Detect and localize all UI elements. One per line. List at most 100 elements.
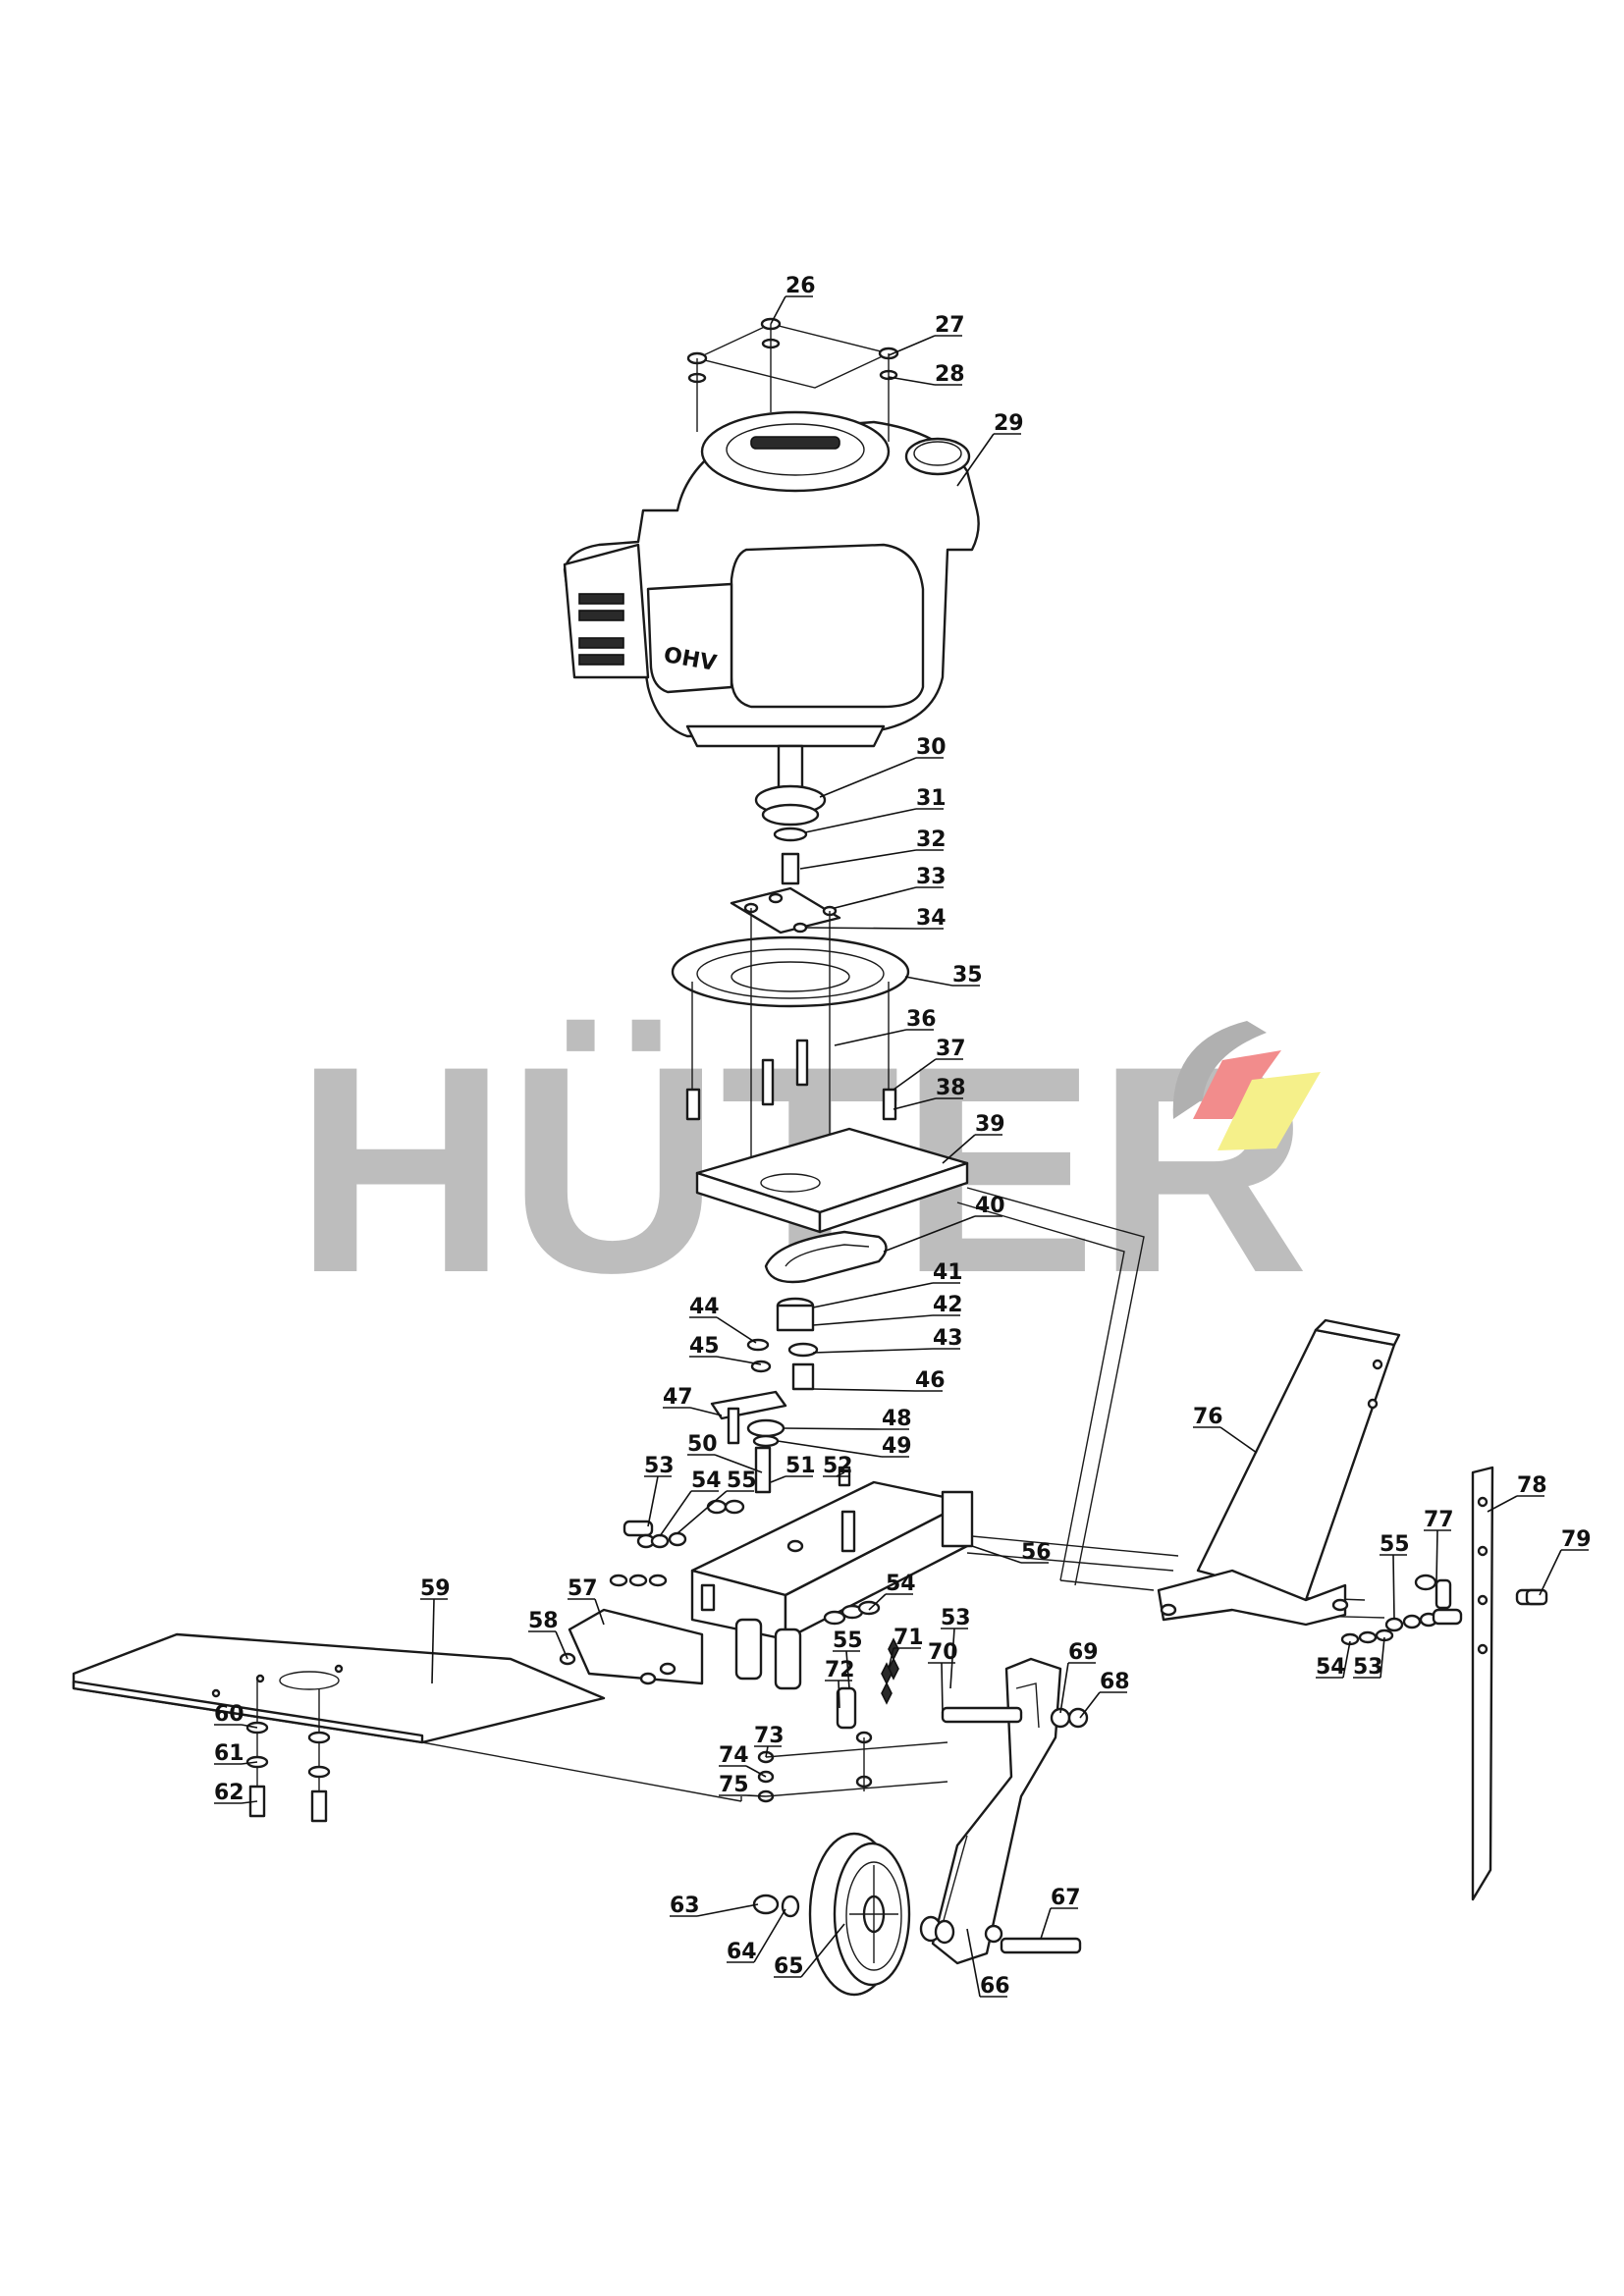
- callout-31: 31: [916, 786, 947, 811]
- watermark-swoosh-yellow: [1218, 1072, 1321, 1150]
- callout-leader: [431, 1598, 435, 1684]
- callout-leader: [745, 1765, 767, 1778]
- callout-leader: [714, 1454, 763, 1473]
- callout-52: 52: [823, 1454, 853, 1478]
- callout-41: 41: [933, 1260, 963, 1285]
- callout-leader: [696, 1903, 759, 1917]
- callout-leader: [812, 1348, 934, 1354]
- callout-77: 77: [1424, 1508, 1454, 1532]
- callout-58: 58: [528, 1609, 559, 1633]
- callout-leader: [770, 295, 786, 325]
- callout-leader: [904, 976, 953, 987]
- callout-leader: [799, 849, 917, 870]
- upright-post: [1157, 1318, 1401, 1627]
- callout-leader: [765, 1745, 769, 1758]
- callout-leader: [1487, 1495, 1518, 1513]
- callout-leader: [942, 1134, 976, 1164]
- callout-leader: [1435, 1529, 1438, 1583]
- engine-shaft-pulley: [754, 744, 827, 885]
- callout-68: 68: [1100, 1670, 1130, 1694]
- callout-leader: [777, 1440, 883, 1458]
- callout-leader: [834, 1029, 907, 1046]
- callout-65: 65: [774, 1954, 804, 1979]
- callout-leader: [1079, 1691, 1101, 1719]
- callout-labels: 26 27 28 29 30 31 32 33 34 35 36 37 38 3…: [214, 274, 1592, 1999]
- mounting-plate: [695, 1127, 969, 1234]
- callout-43: 43: [933, 1326, 963, 1351]
- callout-32: 32: [916, 828, 947, 852]
- callout-39: 39: [975, 1112, 1005, 1137]
- callout-55-left: 55: [727, 1468, 757, 1493]
- callout-33: 33: [916, 865, 947, 889]
- callout-leader: [677, 1490, 728, 1534]
- callout-leader: [659, 1490, 692, 1537]
- callout-46: 46: [915, 1368, 946, 1393]
- callout-leader: [804, 927, 917, 930]
- callout-leader: [555, 1630, 568, 1660]
- callout-55-center: 55: [833, 1629, 863, 1653]
- callout-leader: [1392, 1554, 1395, 1621]
- callout-leader: [956, 433, 995, 487]
- callout-leader: [241, 1800, 258, 1804]
- callout-55-right: 55: [1380, 1532, 1410, 1557]
- callout-49: 49: [882, 1434, 912, 1459]
- callout-60: 60: [214, 1702, 244, 1727]
- vertical-bar: [1471, 1466, 1494, 1901]
- callout-67: 67: [1051, 1886, 1081, 1910]
- callout-leader: [812, 1282, 934, 1308]
- callout-leader: [893, 1058, 937, 1091]
- callout-leader: [834, 886, 917, 909]
- callout-59: 59: [420, 1576, 451, 1601]
- frame-right-fasteners: [1340, 1578, 1546, 1646]
- callout-36: 36: [906, 1007, 937, 1032]
- callout-leader: [716, 1356, 762, 1365]
- callout-40: 40: [975, 1194, 1005, 1218]
- callout-leader: [689, 1407, 723, 1416]
- callout-37: 37: [936, 1037, 966, 1061]
- small-bracket: [559, 1608, 704, 1685]
- callout-61: 61: [214, 1741, 244, 1766]
- callout-38: 38: [936, 1076, 966, 1100]
- callout-54-right: 54: [1316, 1655, 1346, 1680]
- callout-71: 71: [893, 1626, 924, 1650]
- callout-leader: [883, 1215, 976, 1253]
- callout-79: 79: [1561, 1527, 1592, 1552]
- callout-54-center: 54: [886, 1572, 916, 1596]
- chassis-frame: [690, 1480, 974, 1690]
- belt-and-pulleys: [746, 1230, 888, 1391]
- callout-leader: [1342, 1640, 1351, 1679]
- engine-vents: [578, 593, 624, 666]
- callout-leader: [888, 376, 936, 386]
- callout-leader: [868, 1593, 887, 1611]
- callout-53-center: 53: [941, 1606, 971, 1630]
- callout-73: 73: [754, 1724, 785, 1748]
- engine-assembly: OHV: [563, 410, 980, 748]
- callout-53-left: 53: [644, 1454, 675, 1478]
- callout-leader: [812, 1388, 916, 1392]
- callout-27: 27: [935, 313, 965, 338]
- callout-51: 51: [785, 1454, 816, 1478]
- callout-leader: [1380, 1636, 1385, 1679]
- callout-78: 78: [1517, 1473, 1547, 1498]
- callout-leader: [753, 1908, 786, 1963]
- callout-45: 45: [689, 1334, 720, 1359]
- frame-center-fasteners: [757, 1600, 948, 1803]
- callout-35: 35: [952, 963, 983, 988]
- callout-74: 74: [719, 1743, 749, 1768]
- callout-leader: [845, 1650, 850, 1689]
- callout-47: 47: [663, 1385, 693, 1410]
- callout-leader: [770, 1475, 786, 1483]
- frame-left-fasteners: [609, 1499, 745, 1587]
- callout-63: 63: [670, 1894, 700, 1918]
- callout-leader: [783, 1427, 883, 1430]
- callout-29: 29: [994, 411, 1024, 436]
- callout-62: 62: [214, 1781, 244, 1805]
- callout-leader: [893, 1097, 937, 1110]
- callout-50: 50: [687, 1432, 718, 1457]
- callout-leader: [941, 1662, 944, 1714]
- callout-64: 64: [727, 1940, 757, 1964]
- callout-leader: [949, 1628, 955, 1689]
- rear-fasteners: [1414, 1574, 1548, 1606]
- callout-44: 44: [689, 1295, 720, 1319]
